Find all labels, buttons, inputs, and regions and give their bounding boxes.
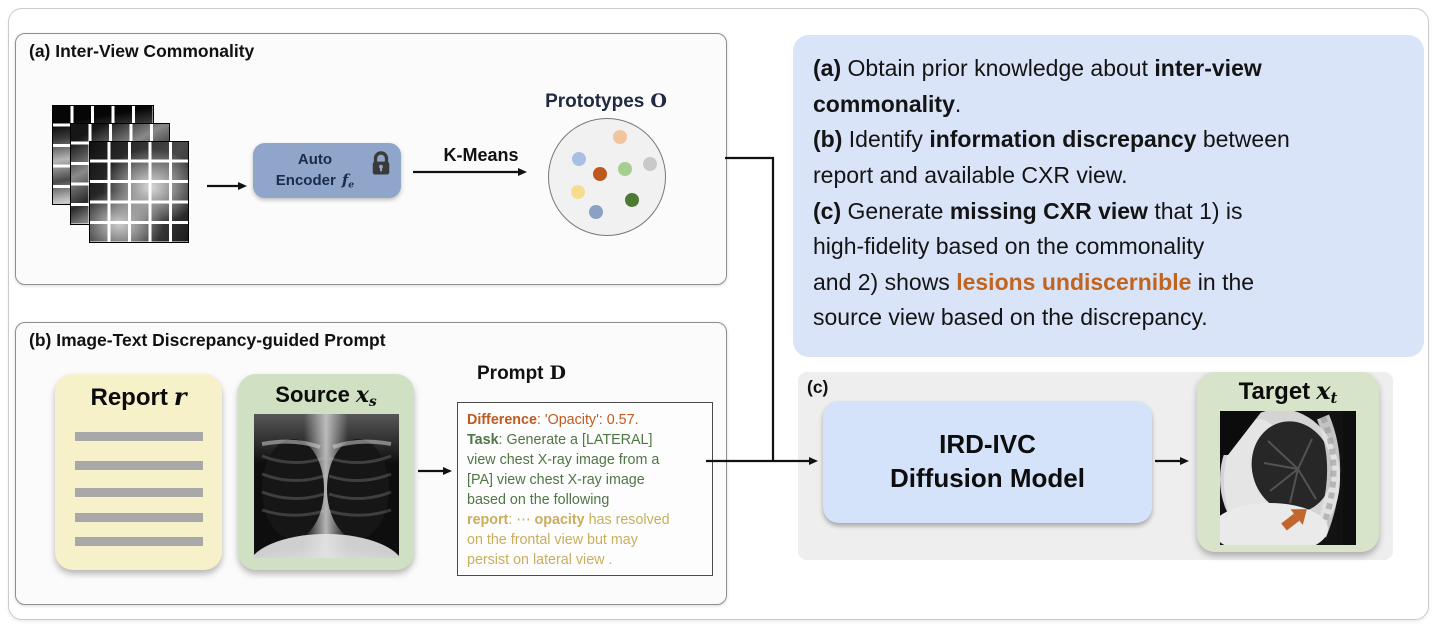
report-text-line (75, 488, 203, 497)
report-text-line (75, 432, 203, 441)
panel-discrepancy-prompt: (b) Image-Text Discrepancy-guided Prompt… (15, 322, 727, 605)
report-text-line (75, 537, 203, 546)
prototypes-circle (548, 118, 666, 236)
kmeans-label: K-Means (443, 145, 519, 165)
prototype-dot (571, 185, 585, 199)
prototype-dot (643, 157, 657, 171)
xray-patch-grid-front (89, 141, 189, 243)
prototype-dot (613, 130, 627, 144)
prototype-dot (589, 205, 603, 219)
prototype-dot (593, 167, 607, 181)
report-text-line (75, 461, 203, 470)
panel-c-label: (c) (807, 377, 829, 397)
panel-a-title: (a) Inter-View Commonality (29, 41, 255, 61)
lock-icon (372, 151, 390, 175)
target-xray-image (1220, 411, 1356, 545)
prototype-dot (618, 162, 632, 176)
caption-box: (a) Obtain prior knowledge about inter-v… (793, 35, 1424, 357)
report-text-line (75, 513, 203, 522)
lesion-arrow-icon (1281, 509, 1307, 531)
prototype-dot (625, 193, 639, 207)
diffusion-model-box: IRD-IVC Diffusion Model (823, 401, 1152, 523)
source-xray-image (254, 414, 399, 558)
prototype-dot (572, 152, 586, 166)
prompt-box: Difference: 'Opacity': 0.57. Task: Gener… (457, 402, 713, 576)
panel-b-title: (b) Image-Text Discrepancy-guided Prompt (29, 330, 386, 350)
